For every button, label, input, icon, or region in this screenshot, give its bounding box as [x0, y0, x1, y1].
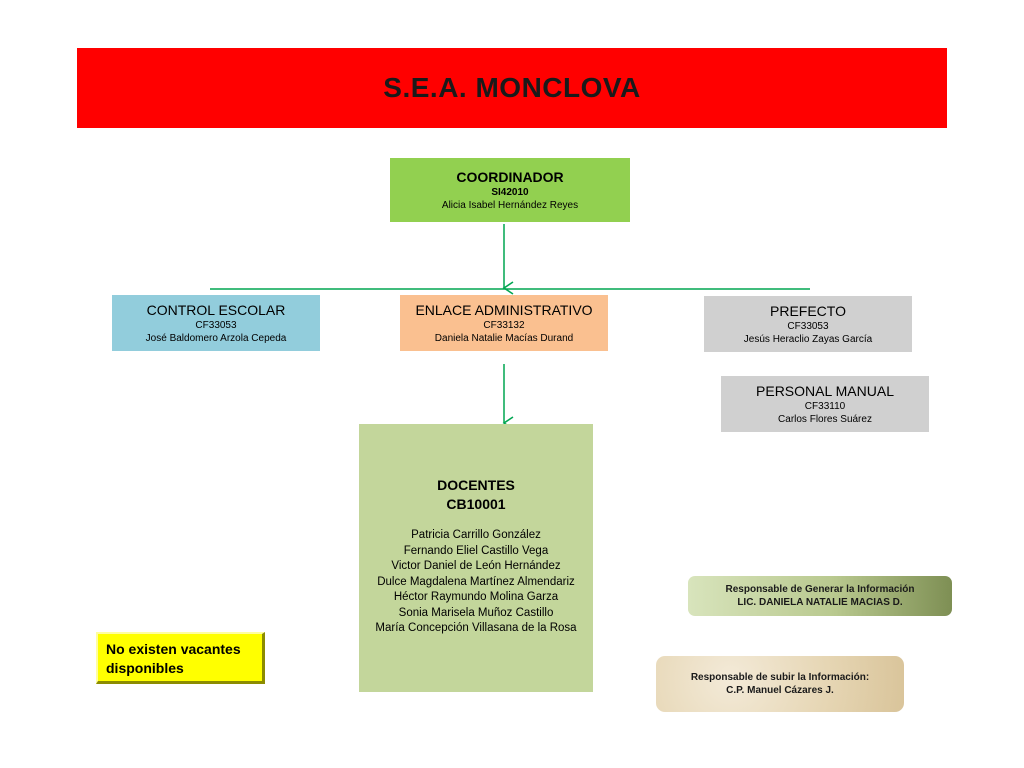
responsable-subir-box: Responsable de subir la Información: C.P… [656, 656, 904, 712]
docente-item: María Concepción Villasana de la Rosa [375, 622, 577, 634]
page-title: S.E.A. MONCLOVA [383, 72, 641, 103]
enlace-administrativo-name: Daniela Natalie Macías Durand [434, 332, 574, 344]
responsable-generar-name: LIC. DANIELA NATALIE MACIAS D. [737, 597, 903, 608]
responsable-generar-box: Responsable de Generar la Información LI… [688, 576, 952, 616]
vacantes-line-1: No existen vacantes [106, 641, 241, 657]
control-escolar-title: CONTROL ESCOLAR [146, 301, 286, 318]
coordinador-code: SI42010 [491, 186, 529, 198]
responsable-generar-label: Responsable de Generar la Información [725, 584, 915, 595]
docente-item: Victor Daniel de León Hernández [391, 560, 561, 572]
control-escolar-name: José Baldomero Arzola Cepeda [145, 332, 287, 344]
docentes-code: CB10001 [446, 496, 506, 512]
docente-item: Sonia Marisela Muñoz Castillo [398, 606, 554, 619]
enlace-administrativo-title: ENLACE ADMINISTRATIVO [415, 301, 593, 318]
docente-item: Fernando Eliel Castillo Vega [403, 544, 549, 557]
personal-manual-name: Carlos Flores Suárez [778, 413, 872, 425]
personal-manual-code: CF33110 [804, 400, 846, 412]
docentes-title: DOCENTES [437, 477, 515, 493]
personal-manual-title: PERSONAL MANUAL [756, 382, 894, 399]
docente-item: Patricia Carrillo González [411, 529, 541, 541]
coordinador-title: COORDINADOR [456, 168, 564, 185]
prefecto-box: PREFECTO CF33053 Jesús Heraclio Zayas Ga… [704, 296, 912, 352]
prefecto-name: Jesús Heraclio Zayas García [743, 333, 873, 345]
docente-item: Héctor Raymundo Molina Garza [393, 591, 559, 603]
docentes-box: DOCENTES CB10001 Patricia Carrillo Gonzá… [359, 424, 593, 692]
control-escolar-box: CONTROL ESCOLAR CF33053 José Baldomero A… [112, 295, 320, 351]
vacantes-line-2: disponibles [106, 660, 184, 676]
coordinador-name: Alicia Isabel Hernández Reyes [441, 199, 579, 211]
docentes-list: Patricia Carrillo González Fernando Elie… [375, 528, 576, 637]
docente-item: Dulce Magdalena Martínez Almendariz [377, 575, 575, 588]
enlace-administrativo-code: CF33132 [483, 319, 525, 331]
prefecto-title: PREFECTO [770, 302, 846, 319]
control-escolar-code: CF33053 [195, 319, 237, 331]
responsable-subir-label: Responsable de subir la Información: [690, 672, 870, 683]
vacantes-notice: No existen vacantes disponibles [96, 632, 265, 684]
responsable-subir-name: C.P. Manuel Cázares J. [726, 685, 834, 696]
personal-manual-box: PERSONAL MANUAL CF33110 Carlos Flores Su… [721, 376, 929, 432]
coordinador-box: COORDINADOR SI42010 Alicia Isabel Hernán… [390, 158, 630, 222]
header-banner: S.E.A. MONCLOVA [77, 48, 947, 128]
enlace-administrativo-box: ENLACE ADMINISTRATIVO CF33132 Daniela Na… [400, 295, 608, 351]
prefecto-code: CF33053 [787, 320, 829, 332]
